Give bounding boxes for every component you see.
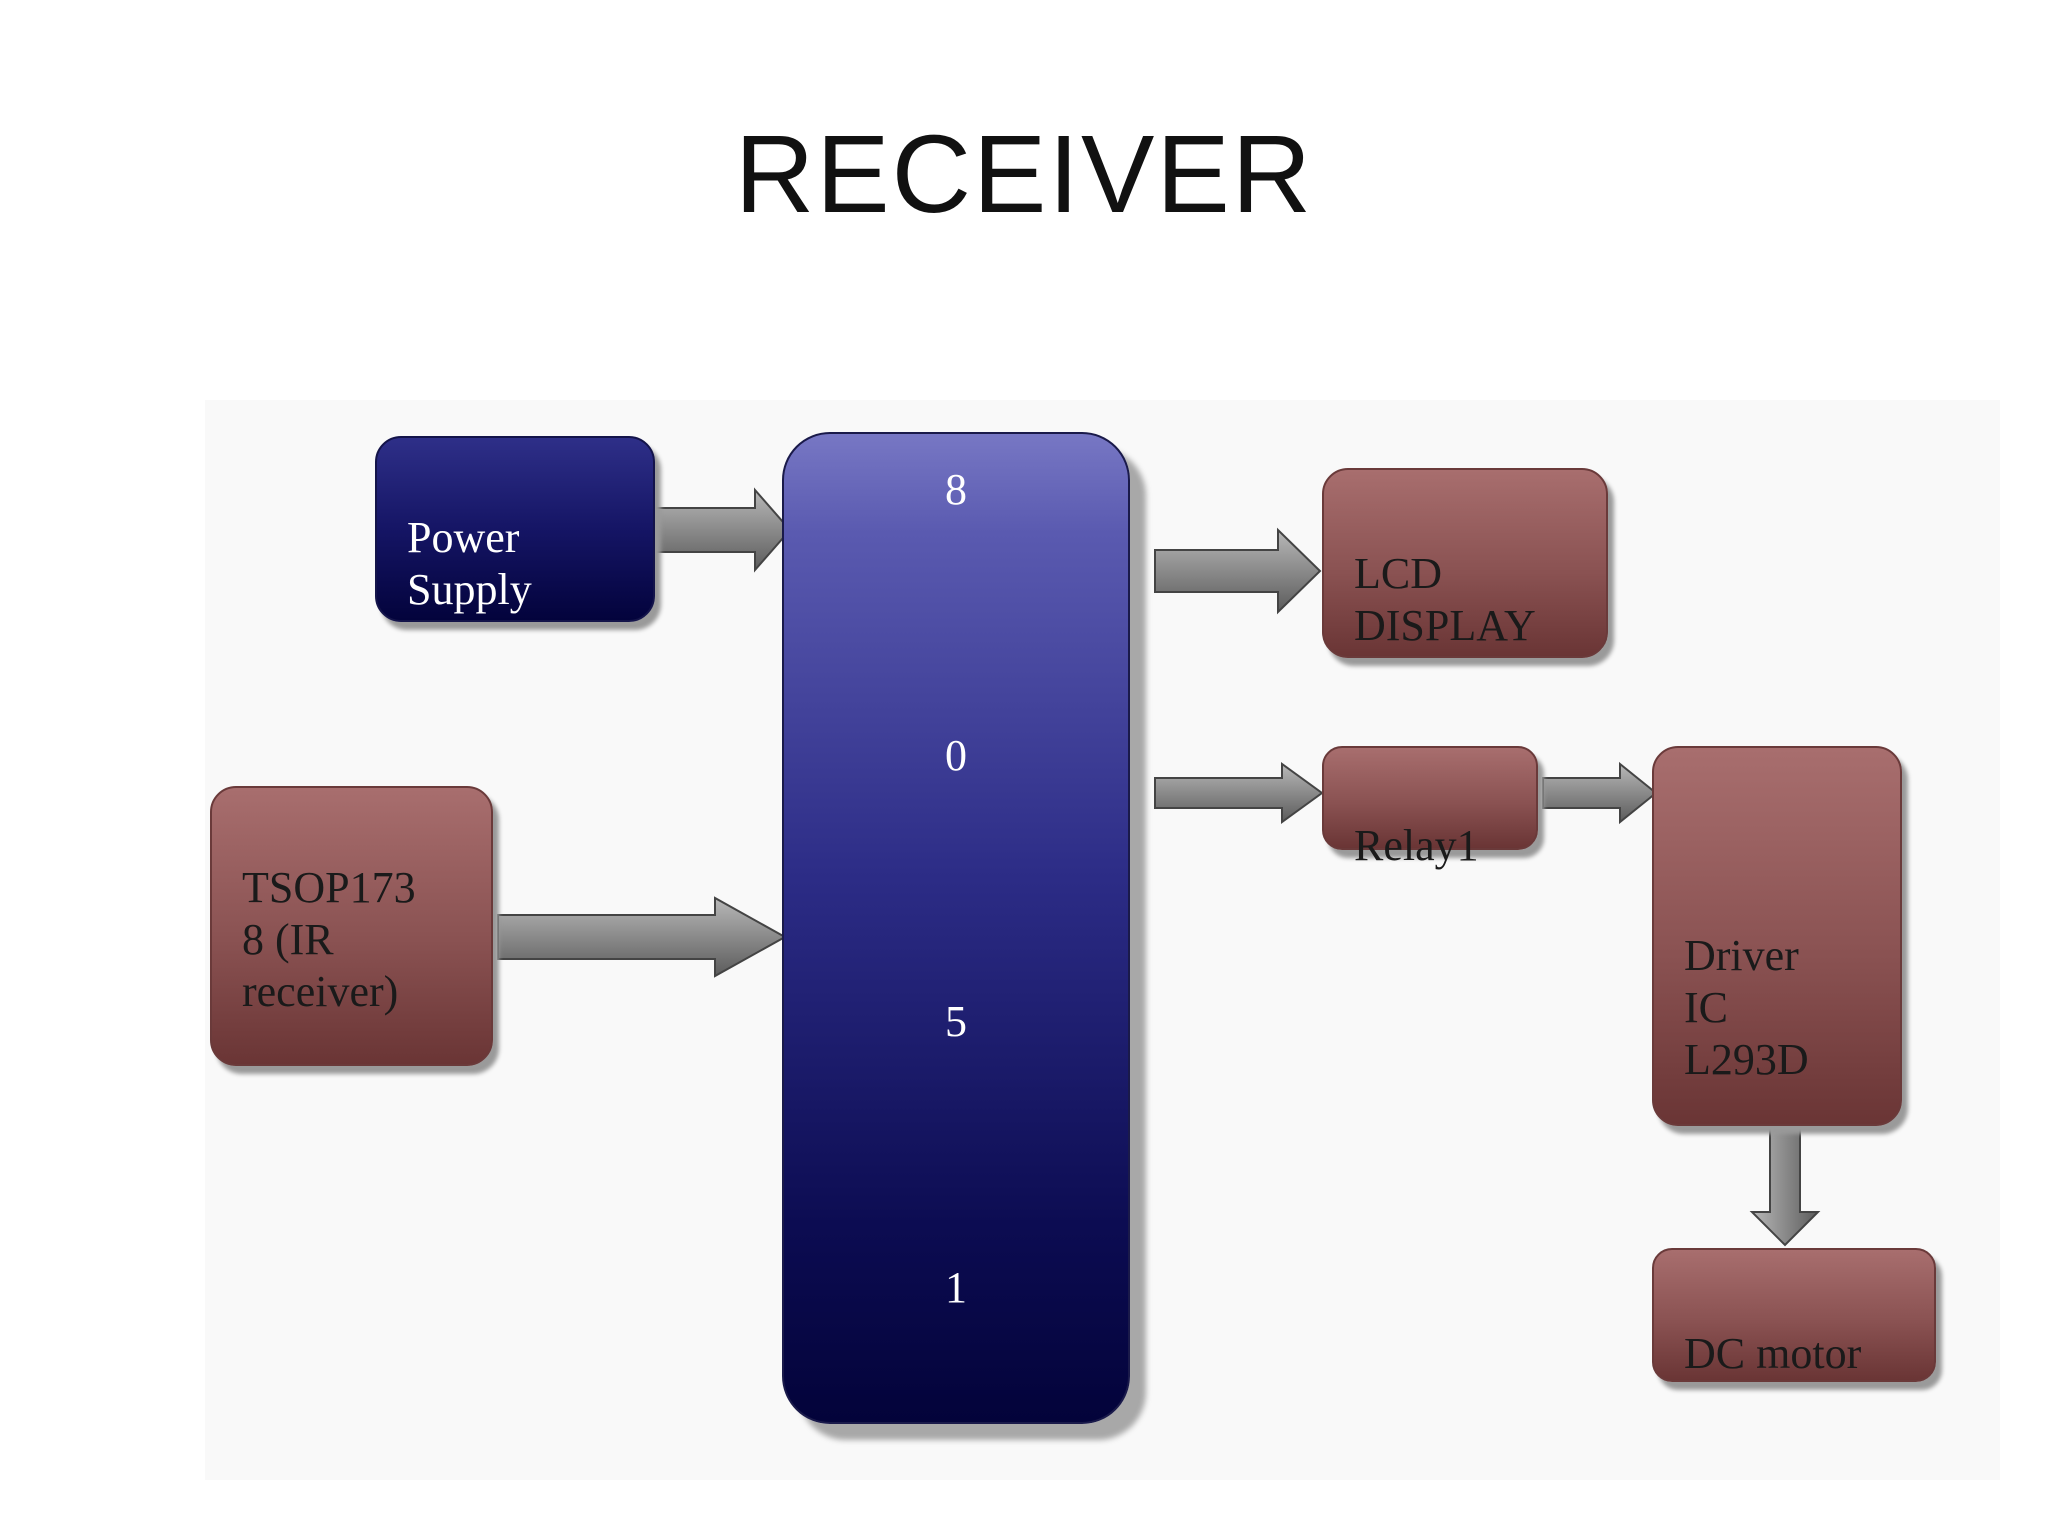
lcd-display-block: LCD DISPLAY: [1322, 468, 1608, 658]
relay-block: Relay1: [1322, 746, 1538, 870]
mcu-digit-8: 8: [945, 465, 967, 514]
driver-ic-block: Driver IC L293D: [1652, 746, 1902, 1126]
mcu-digit-0: 0: [945, 731, 967, 780]
arrow-mcu-to-relay: [1154, 762, 1324, 824]
microcontroller-8051-block: 8 0 5 1: [782, 432, 1130, 1424]
arrow-ir-to-mcu: [497, 896, 788, 978]
power-supply-label: Power Supply: [407, 513, 532, 614]
relay-label: Relay1: [1354, 821, 1479, 870]
power-supply-block: Power Supply: [375, 436, 655, 622]
arrow-power-to-mcu: [654, 487, 792, 573]
mcu-digit-5: 5: [945, 997, 967, 1046]
ir-receiver-label: TSOP173 8 (IR receiver): [242, 863, 416, 1016]
dc-motor-block: DC motor: [1652, 1248, 1936, 1382]
slide-title: RECEIVER: [734, 113, 1314, 236]
ir-receiver-block: TSOP173 8 (IR receiver): [210, 786, 493, 1066]
arrow-driver-to-motor: [1749, 1124, 1821, 1247]
driver-ic-label: Driver IC L293D: [1684, 931, 1809, 1084]
arrow-mcu-to-lcd: [1154, 527, 1322, 615]
mcu-digit-1: 1: [945, 1263, 967, 1312]
lcd-display-label: LCD DISPLAY: [1354, 549, 1536, 650]
arrow-relay-to-driver: [1542, 761, 1658, 825]
dc-motor-label: DC motor: [1684, 1329, 1862, 1378]
